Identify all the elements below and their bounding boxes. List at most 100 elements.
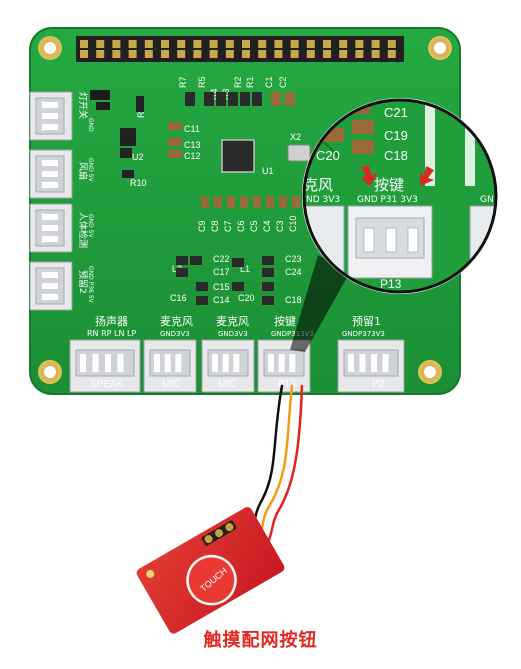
label-r7: R7: [178, 76, 188, 88]
connector-title-button: 按键: [274, 314, 296, 328]
label-r1: R1: [245, 76, 255, 88]
header-pin: [371, 40, 380, 48]
header-pin: [290, 40, 299, 48]
label-x2: X2: [290, 132, 301, 142]
side-pins-1: GND: [87, 118, 94, 132]
label-c10: C10: [288, 215, 298, 232]
label-c13: C13: [184, 140, 201, 150]
mag-pins-right: GN: [480, 195, 494, 205]
label-c20: C20: [238, 293, 255, 303]
header-pin: [274, 50, 283, 58]
side-pins-4: GND P36 5V: [87, 266, 94, 304]
mag-label-c19: C19: [384, 128, 408, 143]
label-c7: C7: [223, 220, 233, 232]
touch-sensor-module: TOUCH: [136, 507, 285, 634]
label-c4: C4: [262, 220, 272, 232]
caption: 触摸配网按钮: [203, 630, 318, 651]
header-pin: [112, 40, 121, 48]
connector-codes: SPEAK MIC MIC P13 P2: [90, 379, 385, 390]
mag-label-c21: C21: [384, 105, 408, 120]
label-u2: U2: [132, 152, 144, 162]
label-l1: L1: [240, 264, 250, 274]
label-r5: R5: [197, 76, 207, 88]
header-pin: [209, 40, 218, 48]
header-pin: [96, 40, 105, 48]
header-pin: [306, 50, 315, 58]
header-pin: [128, 40, 137, 48]
connector-code-mic2: MIC: [218, 379, 236, 390]
connector-code-mic1: MIC: [162, 379, 180, 390]
header-pin: [112, 50, 121, 58]
label-c22: C22: [213, 254, 230, 264]
header-pin: [161, 50, 169, 58]
side-labels: 灯开关 风扇 人体检测 预留2 GND GND 5V GND 5V GND P3…: [77, 92, 94, 304]
label-c23: C23: [285, 254, 302, 264]
connector-pins-mic2: GND3V3: [218, 330, 248, 338]
side-connectors: [29, 91, 73, 311]
connector-title-speaker: 扬声器: [95, 314, 128, 328]
label-c5: C5: [249, 220, 259, 232]
header-pin: [355, 50, 364, 58]
components: [90, 90, 311, 305]
header-pin: [96, 50, 105, 58]
header-pin: [242, 40, 250, 48]
connector-title-reserved1: 预留1: [352, 315, 381, 328]
label-c8: C8: [210, 220, 220, 232]
header-pin: [80, 40, 88, 48]
header-pin: [161, 40, 169, 48]
connector-pins-mic1: GND3V3: [160, 330, 190, 338]
mag-pins-button: GND P31 3V3: [357, 195, 418, 205]
connector-pins-speaker: RN RP LN LP: [87, 329, 136, 338]
header-pin: [371, 50, 380, 58]
side-label-fan: 风扇: [77, 162, 89, 180]
header-pin: [323, 50, 331, 58]
mag-title-button: 按键: [374, 176, 404, 194]
header-pin: [355, 40, 364, 48]
label-c17: C17: [213, 267, 230, 277]
bottom-connectors: [69, 339, 405, 393]
header-pin: [387, 40, 396, 48]
header-pin: [177, 50, 186, 58]
label-c11: C11: [184, 124, 200, 134]
label-r2: R2: [233, 76, 243, 88]
red-arrow-icon: [361, 166, 434, 186]
mcu-chip: [221, 139, 255, 173]
label-r10: R10: [130, 178, 147, 188]
label-c1: C1: [264, 76, 274, 88]
side-pins-3: GND 5V: [87, 214, 94, 238]
side-label-reserved2: 预留2: [77, 270, 89, 294]
label-c9: C9: [197, 220, 207, 232]
header-pin: [290, 50, 299, 58]
header-pin: [80, 50, 88, 58]
label-c6: C6: [236, 220, 246, 232]
label-c24: C24: [285, 267, 302, 277]
mag-label-c20: C20: [316, 148, 340, 163]
gpio-header: [76, 36, 404, 62]
side-label-light-switch: 灯开关: [77, 92, 89, 119]
header-pin: [193, 40, 202, 48]
header-pin: [339, 50, 348, 58]
header-pin: [258, 40, 267, 48]
bottom-labels: 扬声器 RN RP LN LP 麦克风 GND3V3 麦克风 GND3V3 按键…: [87, 314, 385, 338]
label-c2: C2: [278, 76, 288, 88]
mag-title-mic: 克风: [303, 176, 333, 194]
connector-code-p2: P2: [372, 379, 385, 390]
connector-code-speak: SPEAK: [90, 379, 124, 390]
magnifier-pointer: [290, 255, 350, 352]
label-c15: C15: [213, 282, 230, 292]
header-pin: [258, 50, 267, 58]
mounting-hole: [38, 36, 452, 384]
header-pin: [387, 50, 396, 58]
header-pin: [274, 40, 283, 48]
mag-label-c18: C18: [384, 148, 408, 163]
label-c16: C16: [170, 293, 187, 303]
header-pin: [144, 40, 153, 48]
header-pin: [242, 50, 250, 58]
label-u1: U1: [262, 166, 274, 176]
header-pin: [323, 40, 331, 48]
header-pin: [144, 50, 153, 58]
label-c3: C3: [275, 220, 285, 232]
header-pin: [225, 40, 234, 48]
label-c18: C18: [285, 295, 302, 305]
